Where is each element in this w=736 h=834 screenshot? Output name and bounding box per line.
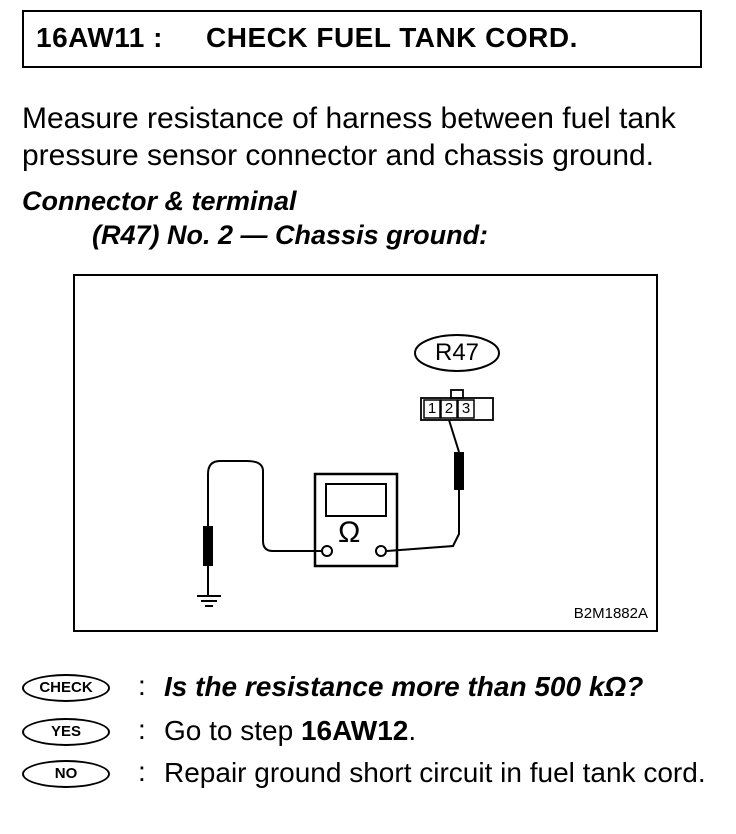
figure-id: B2M1882A [573,605,648,622]
no-colon: : [138,756,146,787]
yes-action-suffix: . [408,715,417,746]
probe-wire-right [386,452,460,552]
ohmmeter-body [313,472,399,568]
connector-pin-cell-3 [457,399,475,419]
connector-label: R47 [434,339,480,366]
step-title: CHECK FUEL TANK CORD. [206,22,578,53]
step-code: 16AW11 : [36,22,163,53]
check-question: Is the resistance more than 500 kΩ? [164,671,644,702]
check-colon: : [138,670,146,701]
step-title-box: 16AW11 : CHECK FUEL TANK CORD. [22,10,702,68]
yes-badge: YES [22,718,110,746]
connector-pin-2: 2 [444,400,454,417]
check-badge: CHECK [22,674,110,702]
probe-tip-left [203,526,213,566]
yes-next-step[interactable]: 16AW12 [300,715,409,746]
connector-label-oval [414,334,500,372]
connector-body [420,397,494,421]
probe-wire-left [207,460,322,596]
ohmmeter-display [325,483,387,517]
wiring-diagram-drawing [197,334,500,607]
connector-detail: (R47) No. 2 — Chassis ground: [92,220,489,250]
no-badge: NO [22,760,110,788]
connector-latch [450,389,464,399]
yes-action-prefix: Go to step [164,715,301,746]
instruction-text: Measure resistance of harness between fu… [22,102,676,172]
connector-pin-cell-2 [440,399,458,419]
ohm-symbol: Ω [338,516,361,549]
probe-wire-connector [448,419,460,453]
connector-pin-cell-1 [423,399,441,419]
connector-pin-1: 1 [427,400,437,417]
connector-pin-3: 3 [461,400,471,417]
wiring-diagram: R47 1 2 3 Ω B2M1882A [73,274,658,632]
no-action: Repair ground short circuit in fuel tank… [164,757,706,788]
probe-tip-right [454,452,464,490]
yes-colon: : [138,714,146,745]
ohmmeter-terminal-right [375,545,387,557]
ohmmeter-terminal-left [321,545,333,557]
connector-heading: Connector & terminal [22,186,297,216]
yes-action: Go to step 16AW12. [164,714,724,748]
